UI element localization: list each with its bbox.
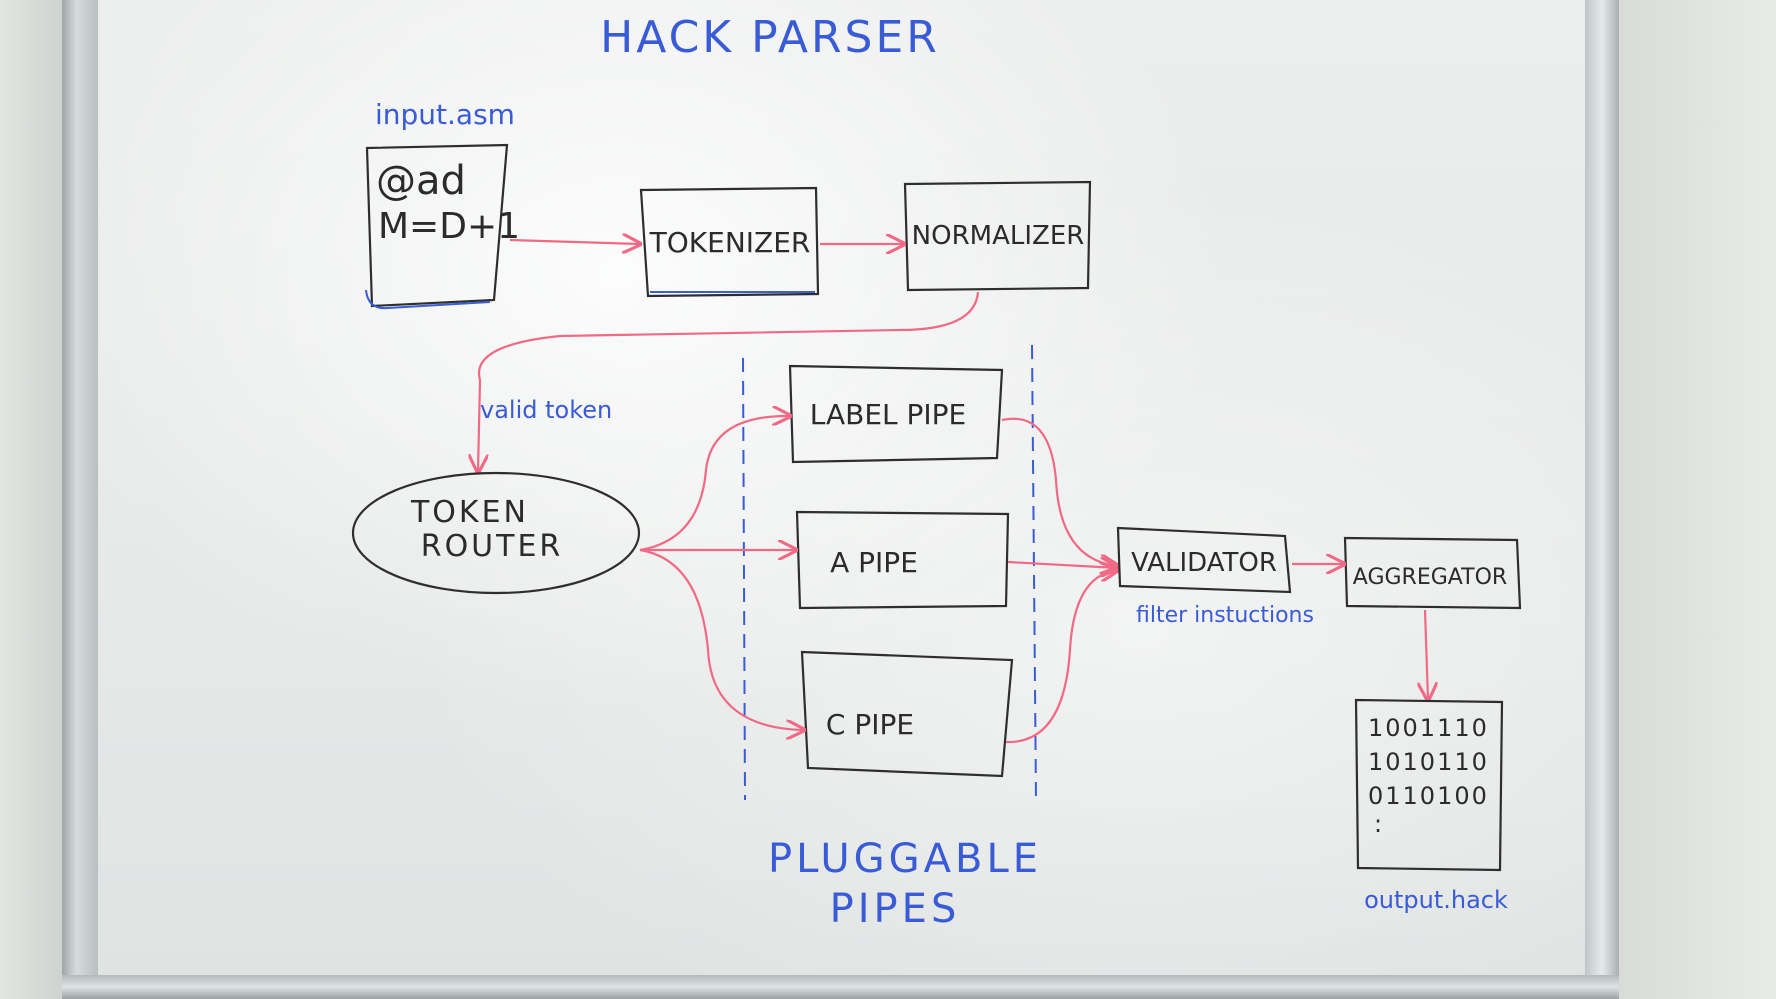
filter-instructions-annotation: filter instuctions: [1136, 603, 1314, 628]
pluggable-label-line-1: PLUGGABLE: [768, 836, 1042, 882]
token-router-ellipse: [351, 471, 641, 595]
router-label-line-2: ROUTER: [421, 529, 564, 564]
arrow-c-pipe-to-validator: [1005, 570, 1118, 744]
normalizer-box: [903, 180, 1092, 292]
normalizer-label: NORMALIZER: [912, 221, 1085, 251]
input-line-2: M=D+1: [378, 206, 520, 247]
output-file-label: output.hack: [1364, 886, 1508, 914]
output-row-3: 0110100: [1368, 782, 1489, 810]
output-row-4: :: [1374, 810, 1382, 838]
arrow-normalizer-to-router: [478, 291, 980, 472]
output-file-box: [1354, 698, 1504, 872]
board-frame-bottom: [62, 975, 1619, 999]
validator-box: [1116, 526, 1292, 594]
wall-right: [1619, 0, 1776, 999]
aggregator-box: [1343, 536, 1522, 610]
board-frame-left: [62, 0, 98, 999]
c-pipe-label: C PIPE: [826, 708, 914, 741]
whiteboard: [98, 0, 1585, 975]
input-line-1: @ad: [376, 158, 466, 204]
output-row-2: 1010110: [1368, 748, 1489, 776]
arrow-router-to-c-pipe: [639, 548, 804, 730]
board-frame-right: [1585, 0, 1619, 999]
tokenizer-box: [639, 186, 820, 298]
a-pipe-label: A PIPE: [830, 546, 918, 579]
valid-token-annotation: valid token: [480, 396, 612, 424]
input-file-box: [365, 143, 509, 310]
wall-left: [0, 0, 62, 999]
arrow-input-to-tokenizer: [509, 240, 640, 244]
label-pipe-box: [788, 364, 1004, 464]
input-file-label: input.asm: [375, 98, 515, 131]
pluggable-label-line-2: PIPES: [830, 886, 961, 932]
a-pipe-box: [795, 510, 1010, 610]
arrow-router-to-label-pipe: [639, 416, 790, 552]
router-label-line-1: TOKEN: [410, 495, 529, 530]
arrow-label-pipe-to-validator: [1001, 417, 1118, 566]
pluggable-boundary-left: [742, 357, 746, 801]
pluggable-boundary-right: [1031, 344, 1037, 801]
validator-label: VALIDATOR: [1131, 548, 1277, 578]
tokenizer-label: TOKENIZER: [649, 226, 811, 259]
output-row-1: 1001110: [1368, 714, 1489, 742]
diagram-title: HACK PARSER: [600, 12, 940, 63]
label-pipe-label: LABEL PIPE: [810, 398, 967, 431]
arrow-aggregator-to-output: [1425, 609, 1428, 700]
aggregator-label: AGGREGATOR: [1353, 565, 1507, 590]
